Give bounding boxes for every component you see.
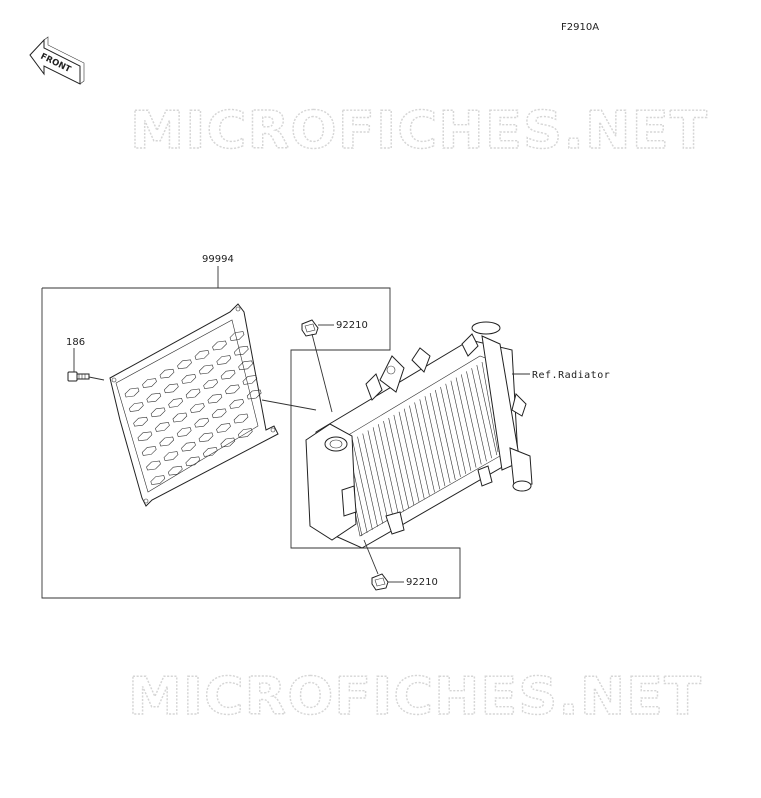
grille-hole — [141, 446, 157, 456]
grille-hole — [202, 447, 218, 457]
radiator-fin — [481, 361, 499, 453]
callout-assembly: 99994 — [202, 254, 234, 265]
grille-hole — [198, 432, 214, 443]
radiator-fin — [352, 439, 373, 530]
grille-hole — [233, 413, 249, 424]
callout-clip-lower: 92210 — [406, 577, 438, 588]
radiator-fin — [440, 386, 461, 477]
radiator-fin — [429, 393, 451, 484]
radiator-fin — [445, 383, 466, 474]
radiator-fin — [476, 365, 498, 456]
radiator-fin — [357, 436, 378, 527]
grille-hole — [124, 387, 140, 398]
grille-hole — [190, 403, 205, 413]
leader-lines — [73, 324, 530, 583]
radiator-fin — [471, 368, 492, 459]
grille-hole — [246, 389, 262, 400]
front-arrow-icon: FRONT — [29, 36, 85, 85]
grille-hole — [146, 460, 161, 471]
grille-hole — [194, 350, 210, 360]
grille-hole — [177, 359, 192, 370]
grille-hole — [181, 441, 196, 452]
callout-clip-upper: 92210 — [336, 320, 368, 331]
grille-hole — [242, 375, 258, 385]
radiator-fin — [450, 380, 472, 471]
grille-hole — [207, 393, 223, 404]
grille-hole — [176, 427, 192, 437]
radiator-fin — [460, 374, 482, 465]
radiator-fin — [362, 433, 384, 524]
grille-hole — [233, 345, 249, 356]
radiator-fin — [403, 408, 425, 499]
grille-hole — [163, 383, 179, 394]
grille-hole — [155, 422, 170, 432]
grille-mesh — [124, 331, 262, 485]
radiator-fin — [409, 405, 430, 496]
grille-hole — [211, 408, 227, 419]
grille-hole — [128, 402, 144, 412]
grille-hole — [146, 392, 162, 403]
grille-hole — [220, 369, 236, 380]
grille-hole — [237, 428, 253, 438]
grille-hole — [163, 451, 179, 461]
grille-hole — [181, 374, 197, 384]
grille-hole — [137, 431, 153, 442]
grille-hole — [229, 399, 245, 409]
grille-hole — [159, 368, 175, 379]
radiator-fin — [414, 402, 435, 493]
grille-hole — [142, 378, 157, 388]
radiator-fin — [466, 371, 487, 462]
clip-part-upper — [301, 319, 319, 337]
radiator-fin — [398, 411, 420, 502]
grille-hole — [167, 465, 183, 476]
grille-hole — [194, 417, 210, 428]
grille-hole — [133, 416, 148, 427]
grille-hole — [229, 331, 245, 341]
grille-hole — [238, 360, 253, 371]
grille-hole — [216, 355, 232, 365]
grille-hole — [198, 364, 214, 375]
grille-hole — [150, 475, 166, 485]
assembly-bracket — [41, 266, 461, 599]
bolt-part — [67, 371, 90, 382]
watermark-top: MICROFICHES.NET — [130, 101, 708, 161]
radiator-fin — [424, 396, 446, 487]
grille-hole — [203, 379, 218, 389]
grille-hole — [159, 436, 175, 447]
callout-radiator-ref: Ref.Radiator — [532, 370, 610, 381]
watermark-bottom: MICROFICHES.NET — [128, 667, 702, 727]
radiator-fin — [419, 399, 441, 490]
grille-hole — [185, 388, 201, 399]
grille-hole — [212, 340, 227, 351]
radiator-fin — [388, 417, 409, 509]
grille-hole — [216, 423, 231, 433]
radiator-fin — [393, 414, 415, 505]
clip-part-lower — [371, 573, 389, 591]
radiator-fin — [383, 421, 404, 512]
grille-hole — [225, 384, 240, 395]
callout-bolt: 186 — [66, 337, 85, 348]
grille-hole — [168, 398, 183, 408]
radiator-fin — [367, 430, 389, 521]
radiator-fin — [455, 377, 477, 468]
radiator-fin — [372, 427, 394, 518]
grille-hole — [220, 437, 236, 448]
figure-code: F2910A — [561, 22, 599, 33]
grille-hole — [172, 412, 188, 423]
radiator-fin — [378, 424, 399, 515]
grille-hole — [150, 407, 166, 418]
grille-hole — [185, 456, 201, 467]
radiator-guard — [109, 303, 279, 507]
radiator-unit — [305, 321, 533, 549]
radiator-fin — [435, 389, 456, 481]
